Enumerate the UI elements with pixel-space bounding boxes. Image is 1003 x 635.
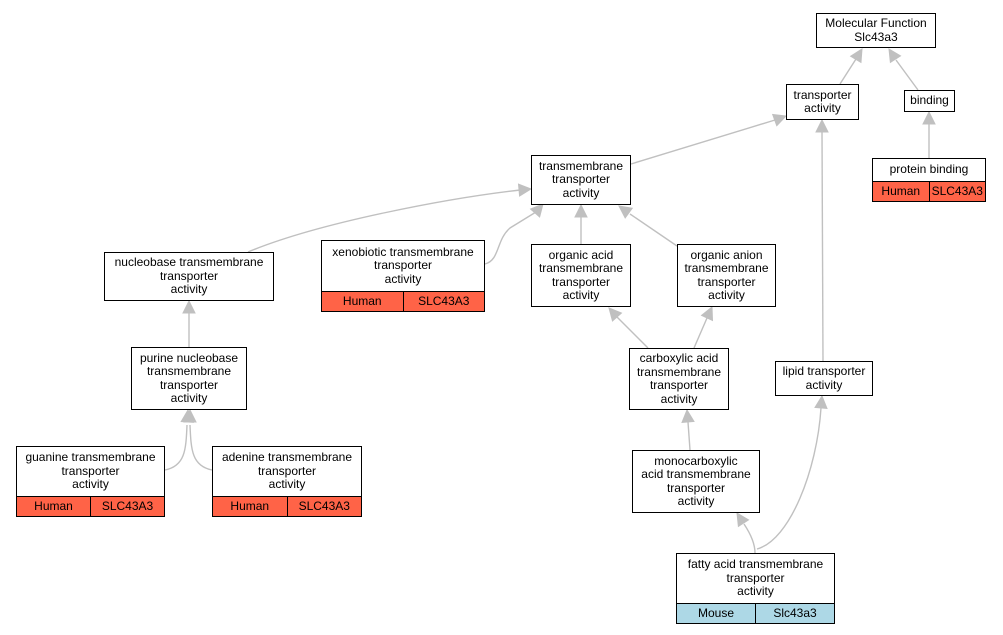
annotation-row: Human SLC43A3 (873, 181, 985, 201)
edge-xenobiotic-to-transmembrane (484, 203, 544, 265)
go-term-node-carboxylic[interactable]: carboxylic acid transmembrane transporte… (629, 348, 729, 410)
species-tag: Human (230, 498, 270, 513)
gene-tag: Slc43a3 (755, 604, 834, 623)
go-term-node-lipid[interactable]: lipid transporter activity (775, 361, 873, 396)
go-term-label: adenine transmembrane transporter activi… (221, 450, 353, 492)
edge-line (164, 424, 188, 471)
edge-transmembrane-to-transporter (630, 113, 788, 165)
go-term-node-fatty-acid[interactable]: fatty acid transmembrane transporter act… (676, 553, 835, 624)
species-tag: Human (881, 183, 921, 198)
arrowhead (736, 512, 750, 528)
arrowhead (183, 408, 197, 423)
edge-carboxylic-to-organic-acid (608, 307, 649, 349)
go-term-label: organic anion transmembrane transporter … (684, 247, 769, 302)
edge-protein-binding-to-binding (922, 110, 936, 158)
edge-line (687, 421, 691, 451)
edge-monocarboxylic-to-carboxylic (681, 408, 695, 451)
arrowhead (922, 110, 936, 125)
gene-tag: SLC43A3 (286, 497, 362, 516)
go-term-label: fatty acid transmembrane transporter act… (687, 557, 824, 599)
go-term-node-transmembrane[interactable]: transmembrane transporter activity (531, 155, 631, 205)
edge-organic-acid-to-transmembrane (574, 203, 588, 244)
annotation-row: Human SLC43A3 (213, 496, 361, 516)
gene-tag: SLC43A3 (402, 292, 485, 311)
arrowhead (529, 203, 544, 218)
edge-organic-anion-to-transmembrane (618, 205, 678, 247)
edge-line (839, 58, 857, 85)
edge-adenine-to-purine (183, 408, 213, 471)
edge-line (630, 119, 776, 165)
edge-line (895, 59, 919, 91)
edge-line (247, 189, 521, 253)
go-term-label: nucleobase transmembrane transporter act… (114, 255, 264, 297)
arrowhead (849, 48, 863, 64)
edge-line (189, 424, 213, 471)
edge-line (484, 211, 537, 265)
gene-tag: SLC43A3 (90, 497, 164, 516)
edge-transporter-to-mf (839, 48, 863, 85)
go-term-node-adenine[interactable]: adenine transmembrane transporter activi… (212, 446, 362, 517)
go-term-label: purine nucleobase transmembrane transpor… (139, 350, 239, 405)
go-term-node-organic-acid[interactable]: organic acid transmembrane transporter a… (531, 244, 631, 307)
go-term-node-nucleobase[interactable]: nucleobase transmembrane transporter act… (104, 252, 274, 301)
go-term-node-mf[interactable]: Molecular Function Slc43a3 (816, 13, 936, 48)
arrowhead (182, 299, 196, 314)
go-term-node-monocarboxylic[interactable]: monocarboxylic acid transmembrane transp… (632, 450, 760, 513)
edge-line (756, 407, 822, 550)
go-term-label: Molecular Function Slc43a3 (825, 16, 927, 44)
edge-fatty-acid-to-monocarboxylic (736, 512, 756, 554)
annotation-row: Human SLC43A3 (17, 496, 164, 516)
arrowhead (888, 48, 902, 64)
go-term-node-transporter[interactable]: transporter activity (786, 84, 859, 120)
edge-line (743, 523, 756, 554)
edge-lipid-to-transporter (815, 118, 829, 362)
arrowhead (608, 307, 623, 322)
go-term-label: transporter activity (793, 87, 852, 115)
arrowhead (700, 305, 714, 322)
species-tag: Human (342, 293, 382, 308)
go-term-label: protein binding (889, 162, 969, 177)
edge-binding-to-mf (888, 48, 919, 91)
go-term-node-purine[interactable]: purine nucleobase transmembrane transpor… (131, 347, 247, 410)
gene-tag: SLC43A3 (928, 182, 986, 201)
edge-fatty-acid-to-lipid (756, 394, 828, 550)
edge-line (693, 317, 708, 349)
arrowhead (517, 183, 533, 197)
edge-line (629, 213, 678, 247)
go-term-label: organic acid transmembrane transporter a… (538, 247, 624, 302)
arrowhead (574, 203, 588, 218)
go-term-label: binding (910, 93, 949, 108)
go-term-node-xenobiotic[interactable]: xenobiotic transmembrane transporter act… (321, 240, 485, 312)
go-term-node-binding[interactable]: binding (904, 90, 955, 112)
go-term-label: lipid transporter activity (782, 364, 866, 392)
go-term-node-guanine[interactable]: guanine transmembrane transporter activi… (16, 446, 165, 517)
go-term-node-organic-anion[interactable]: organic anion transmembrane transporter … (677, 244, 776, 307)
species-tag: Human (34, 498, 73, 513)
arrowhead (771, 113, 788, 127)
go-term-label: xenobiotic transmembrane transporter act… (332, 244, 474, 286)
edge-purine-to-nucleobase (182, 299, 196, 347)
species-tag: Mouse (697, 605, 735, 620)
go-term-label: guanine transmembrane transporter activi… (25, 450, 156, 492)
arrowhead (815, 118, 829, 133)
edge-line (616, 316, 649, 349)
arrowhead (814, 394, 828, 410)
arrowhead (681, 408, 695, 424)
edge-carboxylic-to-organic-anion (693, 305, 714, 349)
go-term-label: transmembrane transporter activity (538, 158, 624, 200)
edge-nucleobase-to-transmembrane (247, 183, 533, 253)
annotation-row: Mouse Slc43a3 (677, 603, 834, 623)
annotation-row: Human SLC43A3 (322, 291, 484, 311)
go-term-label: monocarboxylic acid transmembrane transp… (641, 453, 751, 508)
go-term-label: carboxylic acid transmembrane transporte… (636, 351, 722, 406)
edge-line (821, 131, 824, 362)
arrowhead (618, 205, 634, 219)
